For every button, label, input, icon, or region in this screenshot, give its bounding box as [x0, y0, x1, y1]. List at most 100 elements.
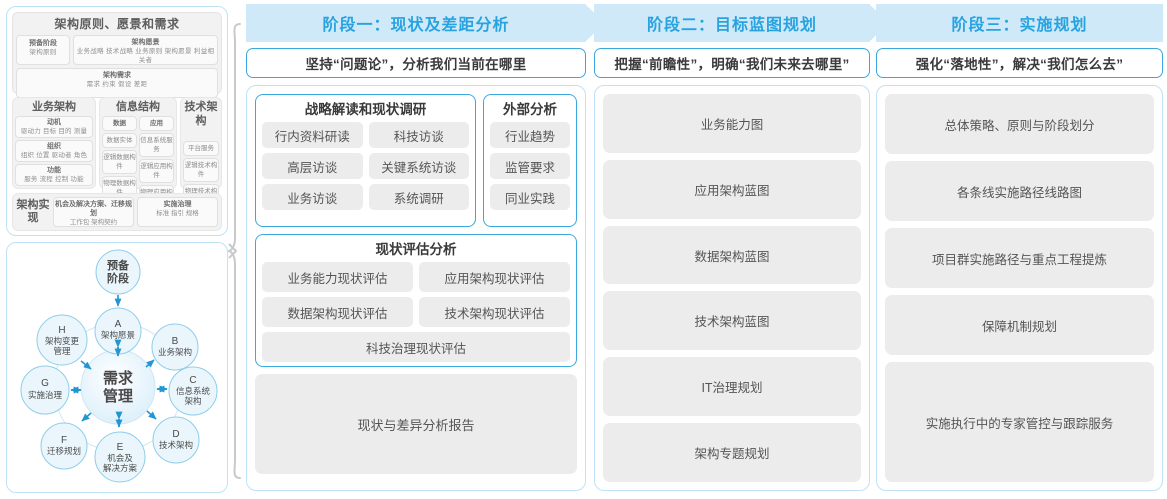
business-architecture-title: 业务架构 [32, 101, 76, 113]
phase-3-body: 总体策略、原则与阶段划分 各条线实施路径线路图 项目群实施路径与重点工程提炼 保… [876, 85, 1163, 491]
brace-connector [225, 22, 250, 480]
left-column: 架构原则、愿景和需求 预备阶段 架构原则 架构愿景 业务战略 技术战略 业务原则… [6, 6, 228, 493]
phase-2-body: 业务能力图 应用架构蓝图 数据架构蓝图 技术架构蓝图 IT治理规划 架构专题规划 [594, 85, 870, 491]
list-item[interactable]: 应用架构现状评估 [419, 262, 570, 292]
togaf-requirement-sub: 需求 约束 假设 差距 [86, 81, 148, 88]
opportunities-migration-cell: 机会及解决方案、迁移规划 工作包 架构契约 [53, 197, 134, 227]
svg-text:预备: 预备 [107, 258, 130, 272]
svg-text:实施治理: 实施治理 [28, 390, 63, 400]
list-item[interactable]: 技术架构现状评估 [419, 297, 570, 327]
external-analysis-group: 外部分析 行业趋势 监管要求 同业实践 [483, 94, 577, 227]
current-state-assessment-group: 现状评估分析 业务能力现状评估 应用架构现状评估 数据架构现状评估 技术架构现状… [255, 234, 577, 367]
strategy-row-2: 高层访谈 关键系统访谈 [262, 153, 469, 179]
technology-architecture-title: 技术架构 [184, 101, 218, 127]
assessment-row-2: 数据架构现状评估 技术架构现状评估 [262, 297, 570, 327]
togaf-preliminary-title: 预备阶段 [29, 40, 57, 47]
adm-cycle-svg: 需求 管理 预备 阶段 A 架构愿景 B 业务架构 [20, 249, 218, 483]
svg-text:迁移规划: 迁移规划 [47, 446, 81, 456]
svg-text:架构愿景: 架构愿景 [101, 330, 135, 340]
list-item[interactable]: 行内资料研读 [262, 122, 363, 148]
togaf-framework-panel: 架构原则、愿景和需求 预备阶段 架构原则 架构愿景 业务战略 技术战略 业务原则… [6, 6, 228, 236]
business-motivation: 动机 驱动力 目标 目的 测量 [15, 116, 93, 138]
strategy-research-group: 战略解读和现状调研 行内资料研读 科技访谈 高层访谈 关键系统访谈 业务访谈 系… [255, 94, 476, 227]
information-structure-title: 信息结构 [116, 101, 160, 113]
togaf-vision-title: 架构愿景 [131, 39, 160, 46]
svg-text:A: A [115, 319, 122, 330]
assessment-row-1: 业务能力现状评估 应用架构现状评估 [262, 262, 570, 292]
list-item[interactable]: 行业趋势 [490, 122, 570, 148]
list-item[interactable]: 技术架构蓝图 [603, 291, 861, 351]
list-item[interactable]: 高层访谈 [262, 153, 363, 179]
list-item[interactable]: 科技治理现状评估 [262, 332, 570, 362]
chevron-right-icon [869, 4, 889, 42]
phase-1-banner-label: 阶段一：现状及差距分析 [322, 17, 510, 34]
svg-text:C: C [189, 375, 196, 386]
phase-1-subtitle: 坚持“问题论”，分析我们当前在哪里 [246, 48, 586, 78]
togaf-row1-title: 架构原则、愿景和需求 [54, 17, 180, 31]
phase-1-subtitle-text: 坚持“问题论”，分析我们当前在哪里 [305, 57, 527, 72]
togaf-preliminary-cell: 预备阶段 架构原则 [16, 35, 70, 65]
svg-text:机会及: 机会及 [107, 453, 133, 463]
togaf-requirement-title: 架构需求 [103, 72, 131, 79]
list-item[interactable]: IT治理规划 [603, 357, 861, 417]
assessment-title: 现状评估分析 [375, 242, 457, 257]
togaf-information-structure: 信息结构 数据 数据实体 逻辑数据构件 物理数据构件 应用 信息系统服务 逻辑应… [99, 97, 177, 209]
list-item[interactable]: 数据架构现状评估 [262, 297, 413, 327]
phase-3-banner-label: 阶段三：实施规划 [951, 17, 1088, 34]
togaf-principles-vision-requirements: 架构原则、愿景和需求 预备阶段 架构原则 架构愿景 业务战略 技术战略 业务原则… [12, 12, 222, 98]
svg-text:E: E [117, 442, 124, 453]
business-organization: 组织 组织 位置 驱动者 角色 [15, 140, 93, 162]
phase-2-subtitle: 把握“前瞻性”，明确“我们未来去哪里” [594, 48, 870, 78]
phase-2: 阶段二：目标蓝图规划 把握“前瞻性”，明确“我们未来去哪里” 业务能力图 应用架… [594, 4, 889, 496]
phase-2-subtitle-text: 把握“前瞻性”，明确“我们未来去哪里” [614, 57, 850, 72]
svg-text:H: H [58, 325, 65, 336]
chevron-right-icon [585, 4, 605, 42]
gap-analysis-report[interactable]: 现状与差异分析报告 [255, 374, 577, 474]
togaf-business-architecture: 业务架构 动机 驱动力 目标 目的 测量 组织 组织 位置 驱动者 角色 功能 … [12, 97, 96, 189]
phase-3-banner: 阶段三：实施规划 [876, 4, 1163, 42]
list-item[interactable]: 保障机制规划 [885, 295, 1154, 355]
phase-3-subtitle-text: 强化“落地性”，解决“我们怎么去” [915, 57, 1124, 72]
external-analysis-title: 外部分析 [503, 102, 557, 117]
adm-cycle-panel: 需求 管理 预备 阶段 A 架构愿景 B 业务架构 [6, 242, 228, 493]
list-item[interactable]: 业务能力现状评估 [262, 262, 413, 292]
phases-container: 阶段一：现状及差距分析 坚持“问题论”，分析我们当前在哪里 战略解读和现状调研 … [246, 4, 1163, 496]
phase-1-body: 战略解读和现状调研 行内资料研读 科技访谈 高层访谈 关键系统访谈 业务访谈 系… [246, 85, 586, 491]
svg-text:业务架构: 业务架构 [158, 347, 192, 357]
svg-text:B: B [172, 336, 179, 347]
togaf-vision-cell: 架构愿景 业务战略 技术战略 业务原则 架构愿景 利益相关者 [73, 35, 218, 65]
svg-text:D: D [172, 429, 179, 440]
svg-text:架构: 架构 [184, 396, 201, 406]
togaf-architecture-domains: 业务架构 动机 驱动力 目标 目的 测量 组织 组织 位置 驱动者 角色 功能 … [12, 97, 222, 209]
list-item[interactable]: 同业实践 [490, 184, 570, 210]
strategy-row-1: 行内资料研读 科技访谈 [262, 122, 469, 148]
adm-cycle-diagram: 需求 管理 预备 阶段 A 架构愿景 B 业务架构 [7, 243, 229, 494]
togaf-architecture-realization: 架构实现 机会及解决方案、迁移规划 工作包 架构契约 实施治理 标准 指引 规格 [12, 193, 222, 231]
list-item[interactable]: 业务访谈 [262, 184, 363, 210]
svg-text:需求: 需求 [103, 369, 134, 387]
phase-3-item-list: 总体策略、原则与阶段划分 各条线实施路径线路图 项目群实施路径与重点工程提炼 保… [885, 94, 1154, 482]
list-item[interactable]: 业务能力图 [603, 94, 861, 153]
phase-3-subtitle: 强化“落地性”，解决“我们怎么去” [876, 48, 1163, 78]
strategy-research-title: 战略解读和现状调研 [304, 102, 427, 117]
phase-3: 阶段三：实施规划 强化“落地性”，解决“我们怎么去” 总体策略、原则与阶段划分 … [876, 4, 1163, 496]
togaf-preliminary-sub: 架构原则 [29, 49, 57, 56]
list-item[interactable]: 各条线实施路径线路图 [885, 161, 1154, 221]
togaf-vision-sub: 业务战略 技术战略 业务原则 架构愿景 利益相关者 [76, 48, 215, 64]
phase-2-banner-label: 阶段二：目标蓝图规划 [646, 17, 817, 34]
svg-text:阶段: 阶段 [107, 271, 129, 285]
list-item[interactable]: 总体策略、原则与阶段划分 [885, 94, 1154, 154]
list-item[interactable]: 架构专题规划 [603, 423, 861, 482]
togaf-requirement-cell: 架构需求 需求 约束 假设 差距 [16, 68, 218, 98]
svg-text:管理: 管理 [53, 346, 71, 356]
list-item[interactable]: 项目群实施路径与重点工程提炼 [885, 228, 1154, 288]
list-item[interactable]: 系统调研 [368, 184, 469, 210]
list-item[interactable]: 应用架构蓝图 [603, 159, 861, 219]
svg-text:解决方案: 解决方案 [103, 463, 138, 473]
list-item[interactable]: 科技访谈 [368, 122, 469, 148]
business-function: 功能 服务 流程 控制 功能 [15, 164, 93, 186]
list-item[interactable]: 实施执行中的专家管控与跟踪服务 [885, 362, 1154, 482]
list-item[interactable]: 监管要求 [490, 153, 570, 179]
list-item[interactable]: 数据架构蓝图 [603, 225, 861, 285]
list-item[interactable]: 关键系统访谈 [368, 153, 469, 179]
